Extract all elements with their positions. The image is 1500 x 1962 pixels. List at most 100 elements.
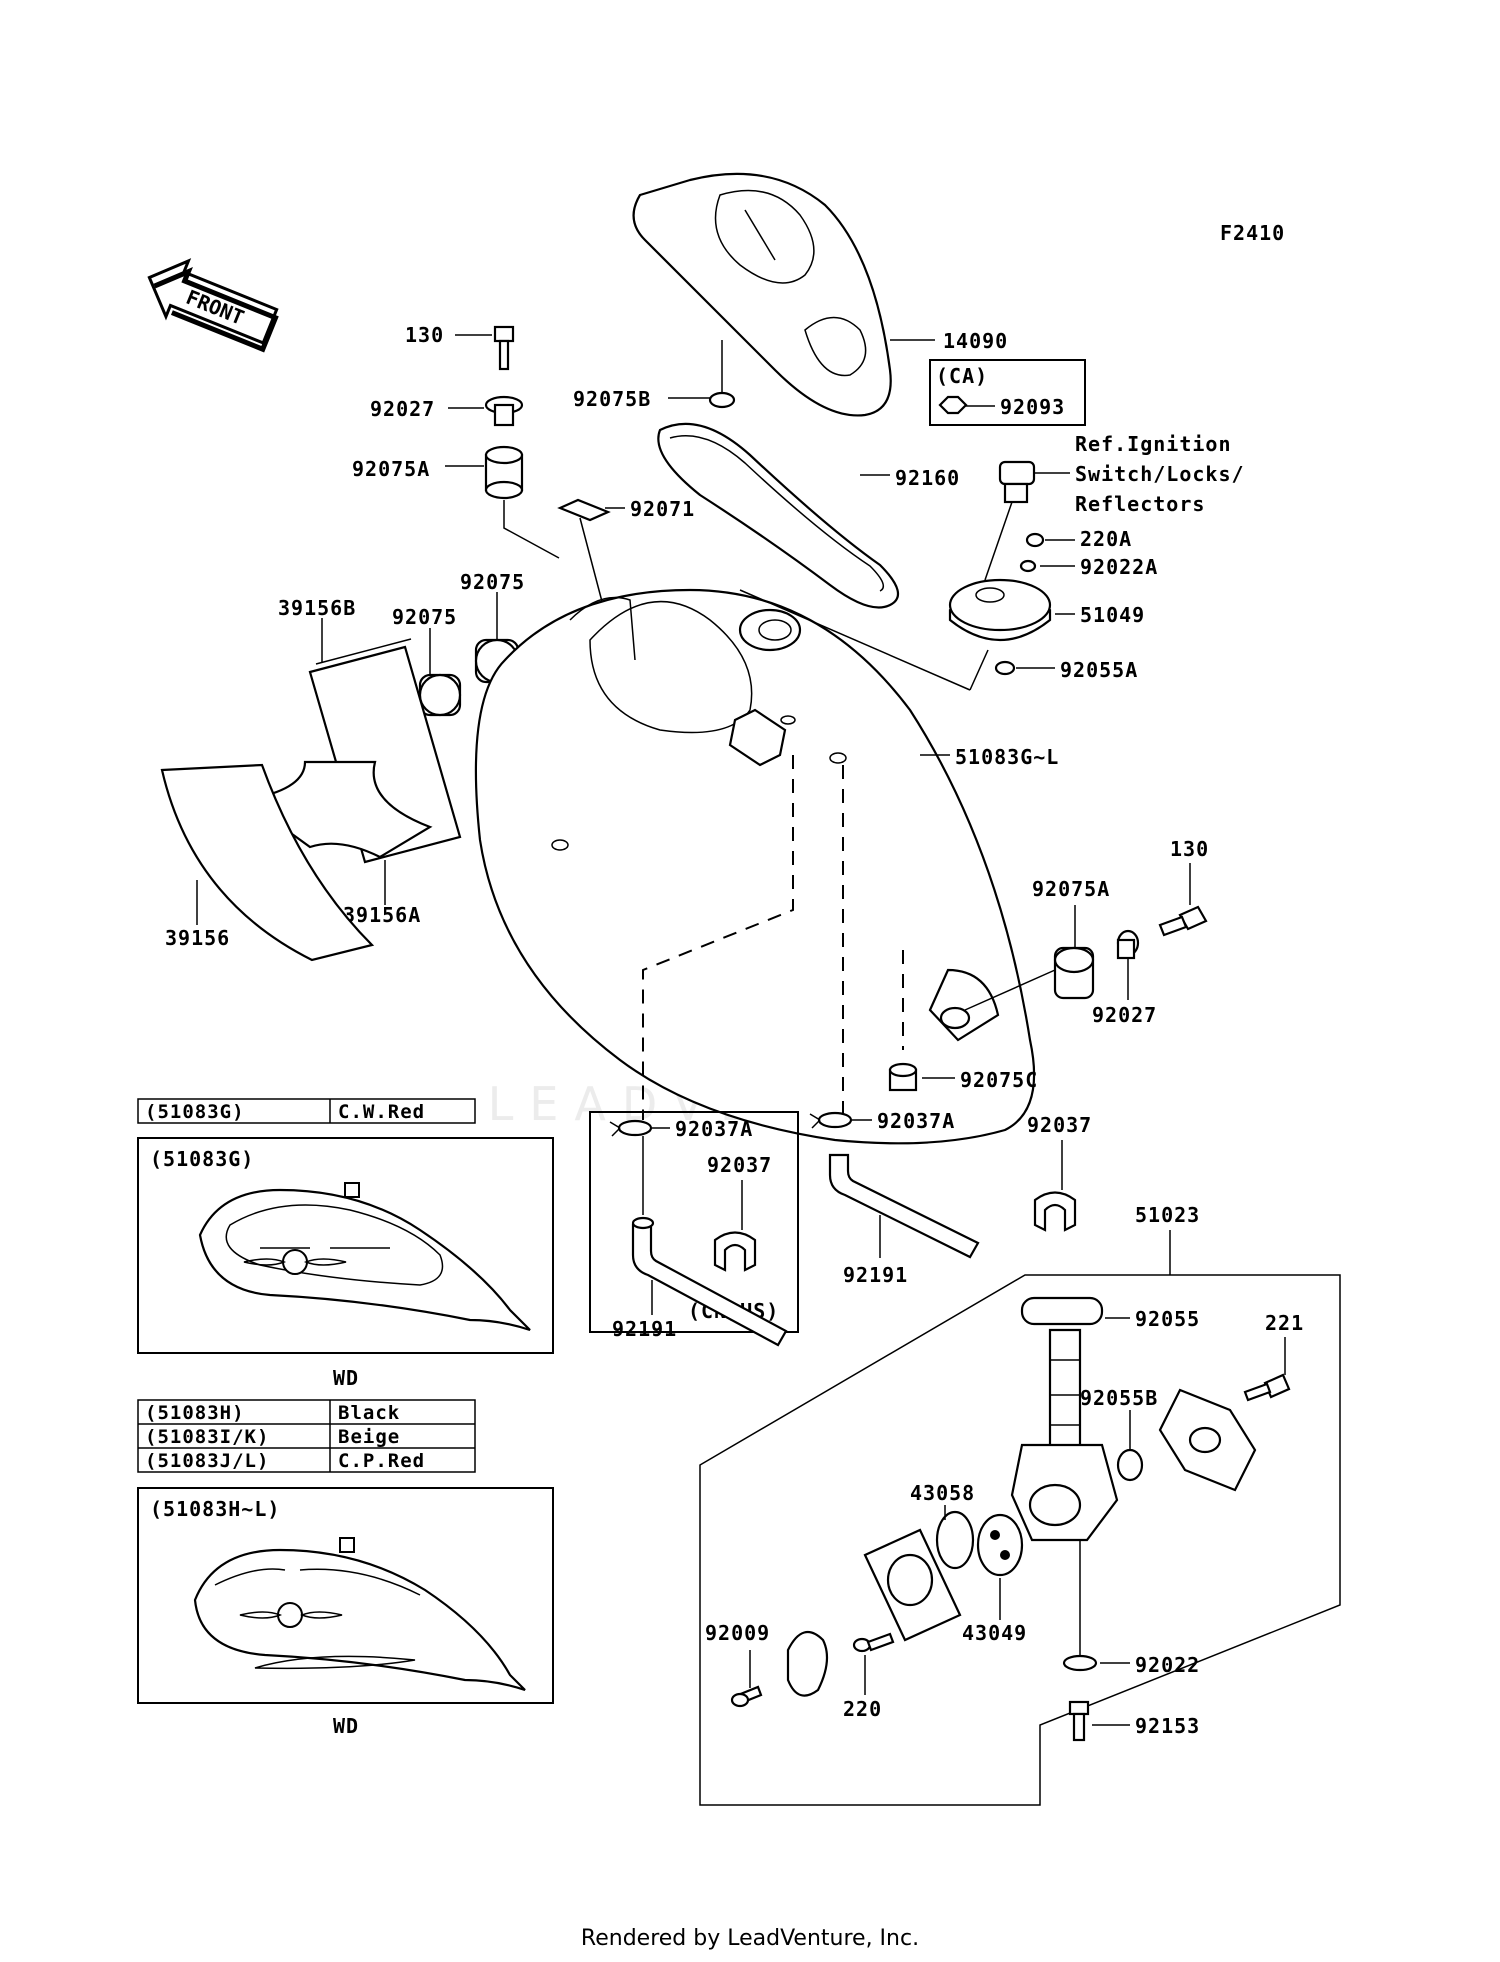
part-92037-clamp-right [1033,1191,1077,1232]
label-92027-right: 92027 [1092,1003,1157,1027]
table1-model: (51083G) [145,1101,245,1123]
part-51083-fuel-tank [474,588,1036,1145]
variant-1-caption: WD [333,1366,359,1390]
part-92037A-clip-right [809,1111,853,1129]
variant-1-box [137,1137,554,1354]
figure-code: F2410 [1220,221,1285,245]
part-92160-gasket [657,422,900,609]
label-130-right: 130 [1170,837,1209,861]
part-130-bolt [493,325,515,371]
part-fuel-cock-body [1010,1328,1119,1542]
tank-variant-1-illustration [198,1182,531,1332]
part-92075-damper-1 [418,673,462,717]
part-92055A-oring [994,660,1016,676]
label-92055B: 92055B [1080,1386,1158,1410]
label-92037A-right: 92037A [877,1109,955,1133]
footer-credit: Rendered by LeadVenture, Inc. [581,1926,919,1951]
label-92075A-top: 92075A [352,457,430,481]
fuel-cock-assembly-box [699,1274,1341,1806]
label-92191-left: 92191 [612,1317,677,1341]
variant-2-title: (51083H~L) [150,1497,280,1521]
table2-color-1: Black [338,1402,400,1424]
table2-model-3: (51083J/L) [145,1450,269,1472]
part-14090-dash-cover [632,172,892,417]
label-92191-right: 92191 [843,1263,908,1287]
cn-us-box [589,1111,799,1333]
part-fuel-cock-lever [786,1630,829,1697]
label-39156B: 39156B [278,596,356,620]
part-92022A-washer [1019,559,1037,573]
color-table-2: (51083H) Black (51083I/K) Beige (51083J/… [137,1399,476,1473]
part-92075B-damper [708,391,736,409]
part-92071-clip [557,498,611,522]
part-92037-clamp-left [713,1231,757,1272]
label-92037-right: 92037 [1027,1113,1092,1137]
variant-2-caption: WD [333,1714,359,1738]
label-92160: 92160 [895,466,960,490]
part-221-screw [1243,1373,1291,1402]
part-fuel-cock-cover [1158,1388,1257,1492]
tank-variant-2-illustration [193,1537,526,1692]
ca-box [929,359,1086,426]
table2-color-2: Beige [338,1426,400,1448]
label-220: 220 [843,1697,882,1721]
label-92093: 92093 [1000,395,1065,419]
variant-1-title: (51083G) [150,1147,254,1171]
part-92093-nut [938,395,968,415]
part-92153-bolt [1068,1700,1090,1742]
label-92037-left: 92037 [707,1153,772,1177]
table2-model-2: (51083I/K) [145,1426,269,1448]
part-92191-hose-left [631,1216,788,1347]
label-92075-a: 92075 [392,605,457,629]
variant-2-box [137,1487,554,1704]
ref-line3: Reflectors [1075,492,1205,516]
label-92055A: 92055A [1060,658,1138,682]
part-92009-screw [730,1685,763,1708]
part-92027-collar [484,395,524,427]
ignition-switch-icon [998,460,1036,504]
label-43058: 43058 [910,1481,975,1505]
part-92055B-oring [1116,1448,1144,1482]
ref-line2: Switch/Locks/ [1075,462,1245,486]
label-92009: 92009 [705,1621,770,1645]
table1-color: C.W.Red [338,1101,425,1123]
table2-model-1: (51083H) [145,1402,245,1424]
part-92075C-damper [888,1062,918,1092]
part-92037A-clip-left [609,1119,653,1137]
label-92071: 92071 [630,497,695,521]
color-table-1: (51083G) C.W.Red [137,1098,476,1124]
label-92075A-right: 92075A [1032,877,1110,901]
part-92191-hose-right [828,1153,980,1259]
label-51049: 51049 [1080,603,1145,627]
label-92075C: 92075C [960,1068,1038,1092]
part-43049-packing [976,1513,1024,1577]
part-39156-cover [160,763,375,962]
label-130-top: 130 [405,323,444,347]
label-39156: 39156 [165,926,230,950]
part-92075A-damper-top [484,445,524,500]
label-92037A-left: 92037A [675,1117,753,1141]
label-92022A: 92022A [1080,555,1158,579]
label-92075-b: 92075 [460,570,525,594]
label-92027-top: 92027 [370,397,435,421]
label-51083GL: 51083G~L [955,745,1059,769]
front-arrow-icon: FRONT [147,258,279,353]
label-14090: 14090 [943,329,1008,353]
label-92075B: 92075B [573,387,651,411]
part-92075A-damper-right [1053,946,1095,1000]
label-43049: 43049 [962,1621,1027,1645]
table2-color-3: C.P.Red [338,1450,425,1472]
part-51049-fuel-cap [948,578,1052,641]
part-fuel-cock-plate [863,1528,962,1642]
label-221: 221 [1265,1311,1304,1335]
part-220A-screw [1025,532,1045,548]
part-92055-gasket [1020,1296,1104,1326]
label-51023: 51023 [1135,1203,1200,1227]
label-220A: 220A [1080,527,1132,551]
part-130-bolt-right [1158,905,1208,937]
label-92055: 92055 [1135,1307,1200,1331]
part-92022-washer [1062,1654,1098,1672]
ref-line1: Ref.Ignition [1075,432,1232,456]
part-43058-oring [935,1510,975,1570]
